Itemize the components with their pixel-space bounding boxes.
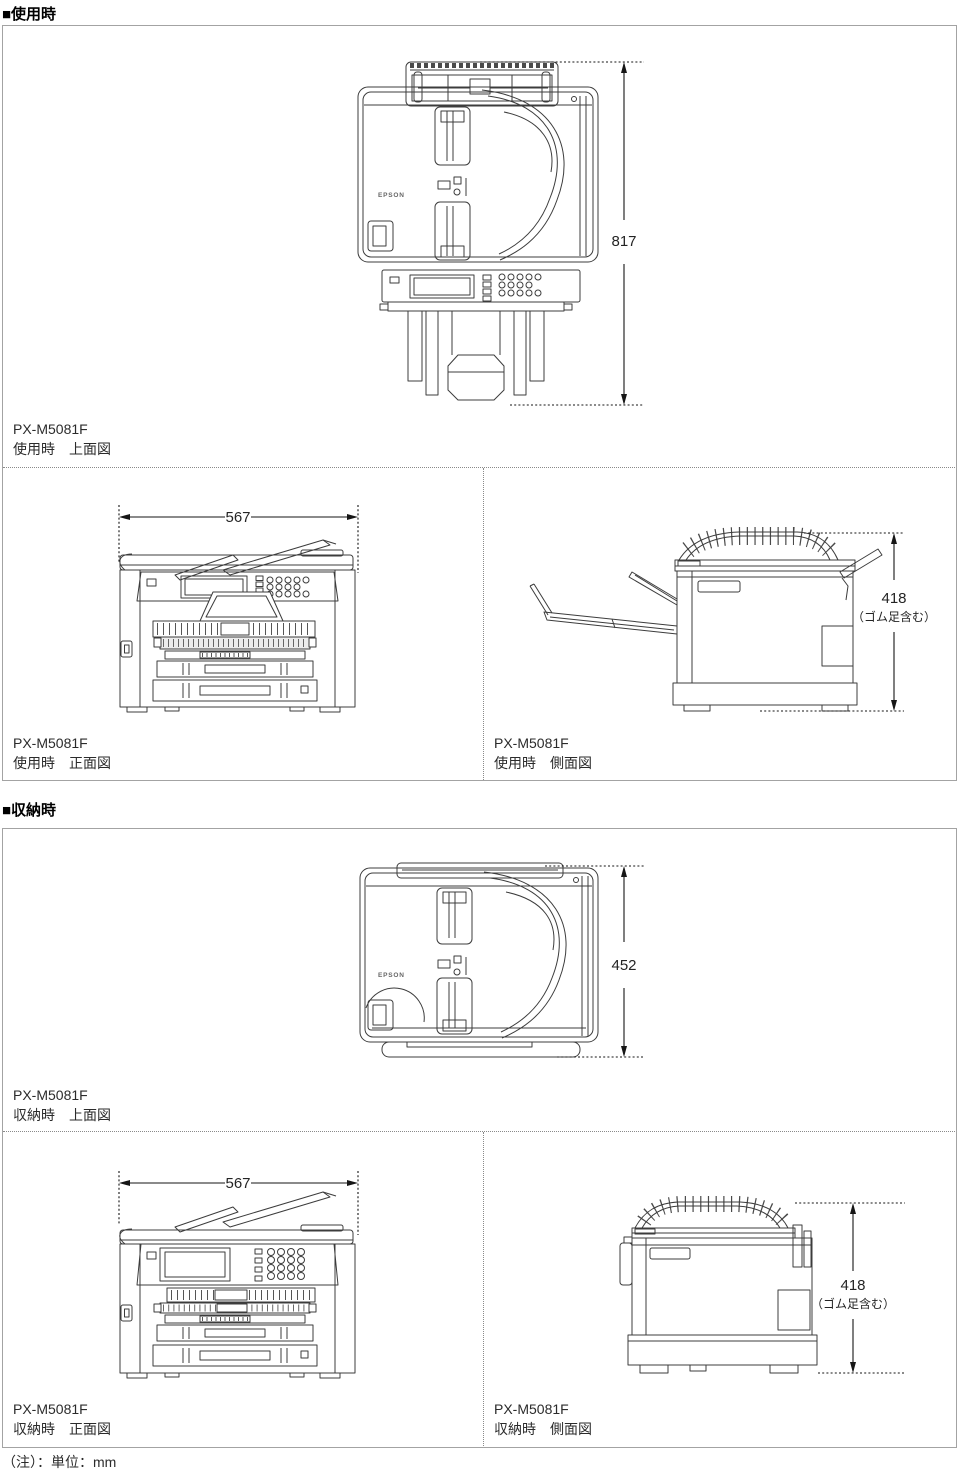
stored-col-divider bbox=[483, 1132, 484, 1446]
epson-logo: EPSON bbox=[378, 972, 405, 979]
unit-note: （注）：単位：mm bbox=[2, 1454, 117, 1470]
height-dimension-817 bbox=[480, 61, 644, 406]
view-label: 使用時 上面図 bbox=[13, 441, 111, 457]
model-number: PX-M5081F bbox=[494, 735, 569, 751]
view-label: 収納時 上面図 bbox=[13, 1107, 111, 1123]
front-view-stored-drawing: 567 bbox=[118, 1171, 359, 1379]
model-number: PX-M5081F bbox=[13, 421, 88, 437]
model-number: PX-M5081F bbox=[13, 1087, 88, 1103]
in-use-box bbox=[2, 25, 957, 781]
side-view-stored-drawing: 418 （ゴム足含む） bbox=[619, 1196, 905, 1374]
model-number: PX-M5081F bbox=[494, 1401, 569, 1417]
view-label: 使用時 正面図 bbox=[13, 755, 111, 771]
width-dimension-567 bbox=[118, 505, 359, 573]
height-dimension-418 bbox=[795, 1202, 905, 1374]
epson-logo: EPSON bbox=[378, 192, 405, 199]
height-dimension-452 bbox=[545, 865, 644, 1058]
front-view-in-use-drawing: 567 bbox=[118, 505, 359, 713]
caption-in-use-side: PX-M5081F 使用時 側面図 bbox=[494, 733, 592, 773]
dimension-value: 418 bbox=[840, 1277, 865, 1294]
width-dimension-567 bbox=[118, 1171, 359, 1235]
dimension-value: 567 bbox=[225, 1175, 250, 1192]
view-label: 使用時 側面図 bbox=[494, 755, 592, 771]
height-dimension-418 bbox=[760, 532, 904, 712]
dimension-note: （ゴム足含む） bbox=[811, 1296, 895, 1311]
view-label: 収納時 正面図 bbox=[13, 1421, 111, 1437]
caption-in-use-front: PX-M5081F 使用時 正面図 bbox=[13, 733, 111, 773]
caption-stored-side: PX-M5081F 収納時 側面図 bbox=[494, 1399, 592, 1439]
in-use-col-divider bbox=[483, 468, 484, 780]
view-label: 収納時 側面図 bbox=[494, 1421, 592, 1437]
dimension-value: 567 bbox=[225, 509, 250, 526]
dimension-value: 452 bbox=[611, 957, 636, 974]
top-view-in-use-drawing: EPSON 817 bbox=[357, 61, 644, 406]
model-number: PX-M5081F bbox=[13, 735, 88, 751]
model-number: PX-M5081F bbox=[13, 1401, 88, 1417]
caption-in-use-top: PX-M5081F 使用時 上面図 bbox=[13, 419, 111, 459]
top-view-stored-drawing: EPSON 452 bbox=[359, 862, 644, 1058]
heading-in-use: ■使用時 bbox=[2, 6, 57, 23]
dimension-value: 817 bbox=[611, 233, 636, 250]
in-use-row-divider bbox=[3, 467, 955, 468]
caption-stored-front: PX-M5081F 収納時 正面図 bbox=[13, 1399, 111, 1439]
caption-stored-top: PX-M5081F 収納時 上面図 bbox=[13, 1085, 111, 1125]
side-view-in-use-drawing: 418 （ゴム足含む） bbox=[529, 527, 936, 712]
heading-stored: ■収納時 bbox=[2, 802, 57, 819]
dimension-value: 418 bbox=[881, 590, 906, 607]
dimension-note: （ゴム足含む） bbox=[852, 609, 936, 624]
stored-row-divider bbox=[3, 1131, 955, 1132]
